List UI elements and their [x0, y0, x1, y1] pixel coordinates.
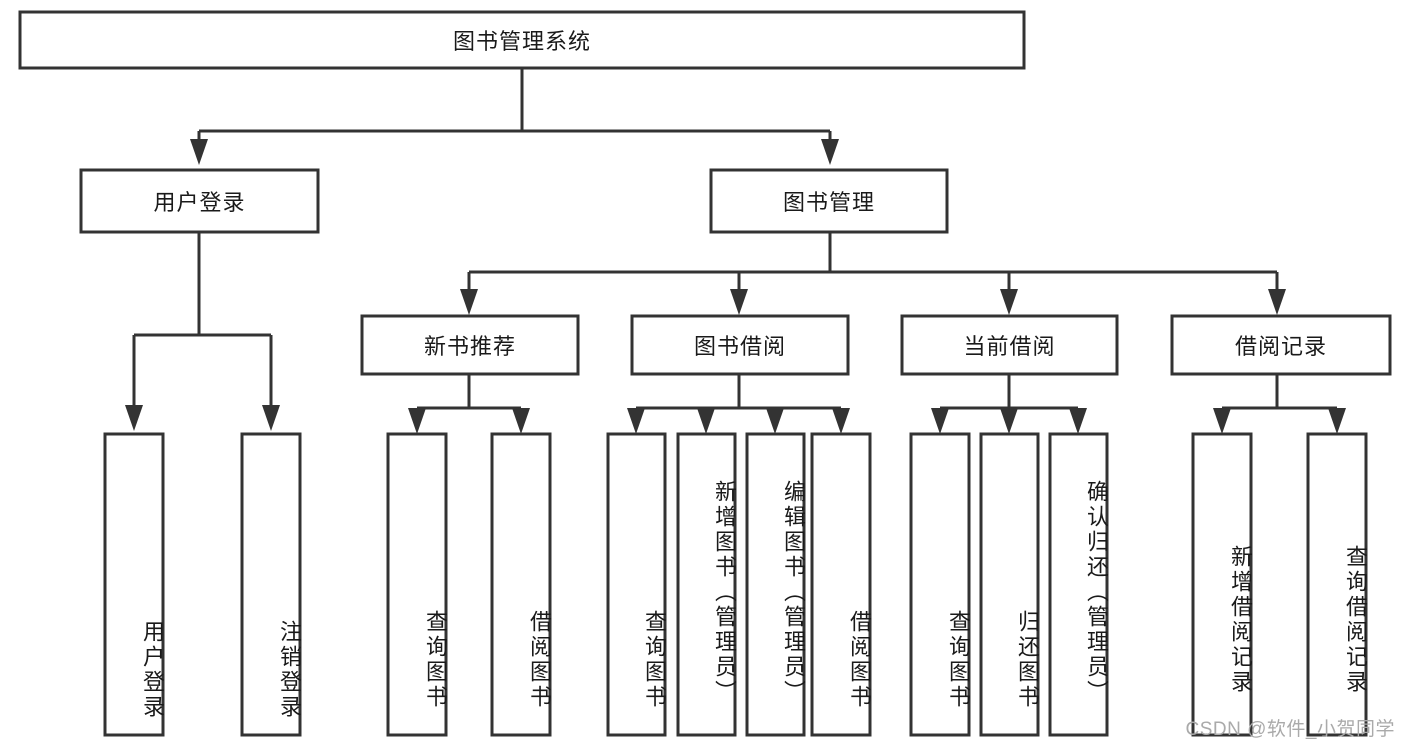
- node-box-leaf-query-book-2[interactable]: [606, 432, 667, 737]
- arrowhead-leaf-add-record: [1213, 408, 1231, 434]
- arrowhead-book-manage: [821, 139, 839, 165]
- node-box-leaf-add-book[interactable]: [676, 432, 737, 737]
- arrowhead-leaf-confirm-return: [1069, 408, 1087, 434]
- node-box-root[interactable]: [18, 10, 1026, 70]
- arrowhead-leaf-add-book: [697, 408, 715, 434]
- arrowhead-user-login: [190, 139, 208, 165]
- arrowhead-leaf-query-record: [1328, 408, 1346, 434]
- node-box-book-borrow[interactable]: [630, 314, 850, 376]
- node-box-leaf-add-record[interactable]: [1191, 432, 1253, 737]
- node-box-user-login[interactable]: [79, 168, 320, 234]
- arrowhead-leaf-query-book-2: [627, 408, 645, 434]
- edge-group-current-borrow-children: [931, 374, 1087, 434]
- arrowhead-book-borrow: [730, 289, 748, 315]
- node-box-leaf-query-record[interactable]: [1306, 432, 1368, 737]
- arrowhead-leaf-user-logout: [262, 405, 280, 431]
- node-box-leaf-user-login[interactable]: [103, 432, 165, 737]
- node-box-leaf-user-logout[interactable]: [240, 432, 302, 737]
- edge-group-user-login-children: [125, 232, 280, 431]
- node-box-new-book-recommend[interactable]: [360, 314, 580, 376]
- node-box-book-manage[interactable]: [709, 168, 949, 234]
- node-box-leaf-query-book-3[interactable]: [909, 432, 971, 737]
- edge-group-borrow-record-children: [1213, 374, 1346, 434]
- node-box-leaf-query-book-1[interactable]: [386, 432, 448, 737]
- node-box-leaf-return-book[interactable]: [979, 432, 1040, 737]
- edge-group-book-borrow-children: [627, 374, 850, 434]
- node-box-leaf-borrow-book-2[interactable]: [810, 432, 872, 737]
- csdn-watermark: CSDN @软件_小贺同学: [1185, 719, 1395, 740]
- node-box-leaf-edit-book[interactable]: [745, 432, 806, 737]
- arrowhead-leaf-query-book-3: [931, 408, 949, 434]
- arrowhead-current-borrow: [1000, 289, 1018, 315]
- arrowhead-leaf-return-book: [1000, 408, 1018, 434]
- arrowhead-leaf-edit-book: [766, 408, 784, 434]
- node-box-leaf-confirm-return[interactable]: [1048, 432, 1109, 737]
- edge-group-book-manage-children: [460, 232, 1286, 315]
- arrowhead-leaf-borrow-book-1: [512, 408, 530, 434]
- node-box-borrow-record[interactable]: [1170, 314, 1392, 376]
- arrowhead-leaf-borrow-book-2: [832, 408, 850, 434]
- arrowhead-borrow-record: [1268, 289, 1286, 315]
- arrowhead-new-book-recommend: [460, 289, 478, 315]
- edge-group-root-to-level1: [190, 68, 839, 165]
- arrowhead-leaf-user-login: [125, 405, 143, 431]
- edge-group-new-book-recommend-children: [408, 374, 530, 434]
- node-box-current-borrow[interactable]: [900, 314, 1119, 376]
- arrowhead-leaf-query-book-1: [408, 408, 426, 434]
- node-box-leaf-borrow-book-1[interactable]: [490, 432, 552, 737]
